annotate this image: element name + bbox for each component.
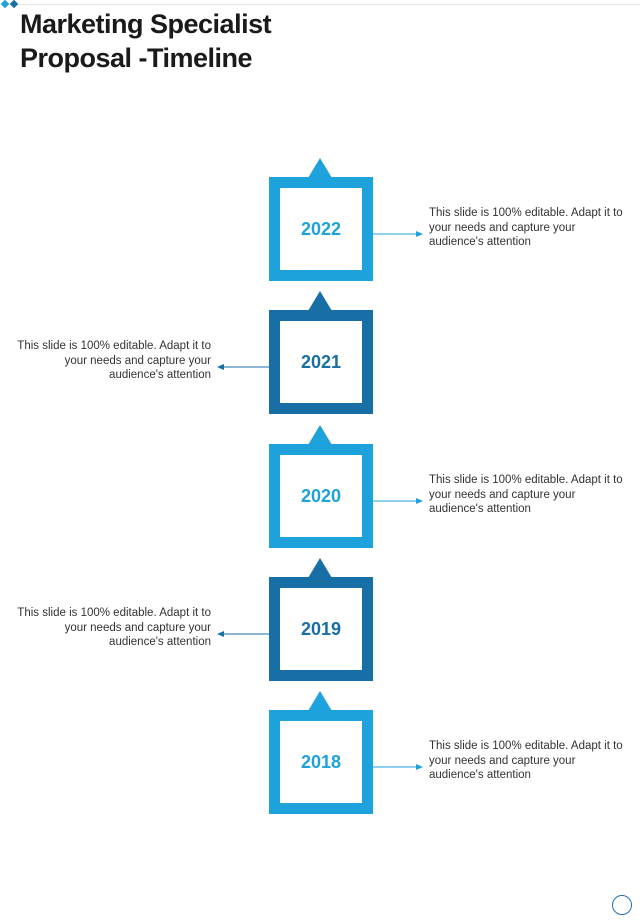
arrow-left-icon <box>217 631 269 637</box>
year-box: 2018 <box>269 710 373 814</box>
timeline-item-2022: 2022 This slide is 100% editable. Adapt … <box>0 158 640 292</box>
title-line-1: Marketing Specialist <box>20 9 272 39</box>
year-label: 2018 <box>300 752 342 772</box>
year-box: 2020 <box>269 444 373 548</box>
arrow-right-icon <box>373 498 423 504</box>
timeline-pointer <box>308 158 332 178</box>
year-box: 2022 <box>269 177 373 281</box>
timeline-item-2020: 2020 This slide is 100% editable. Adapt … <box>0 425 640 559</box>
diamond-icon <box>9 0 19 9</box>
timeline-description: This slide is 100% editable. Adapt it to… <box>17 340 211 382</box>
timeline-description: This slide is 100% editable. Adapt it to… <box>429 207 623 249</box>
timeline-description: This slide is 100% editable. Adapt it to… <box>429 474 623 516</box>
timeline-pointer <box>308 425 332 445</box>
arrow-right-icon <box>373 764 423 770</box>
timeline-description: This slide is 100% editable. Adapt it to… <box>17 607 211 649</box>
page-circle-icon <box>612 895 632 915</box>
timeline-pointer <box>308 691 332 711</box>
timeline-pointer <box>308 291 332 311</box>
title-line-2: Proposal -Timeline <box>20 43 253 73</box>
timeline-item-2021: 2021 This slide is 100% editable. Adapt … <box>0 291 640 425</box>
timeline-item-2018: 2018 This slide is 100% editable. Adapt … <box>0 691 640 825</box>
page-title: Marketing Specialist Proposal -Timeline <box>20 7 420 75</box>
year-box: 2019 <box>269 577 373 681</box>
timeline-pointer <box>308 558 332 578</box>
top-border-line <box>0 4 640 5</box>
year-box: 2021 <box>269 310 373 414</box>
year-label: 2021 <box>300 352 342 372</box>
diamond-icon <box>0 0 10 9</box>
year-label: 2019 <box>300 619 342 639</box>
year-label: 2022 <box>300 219 342 239</box>
arrow-right-icon <box>373 231 423 237</box>
arrow-left-icon <box>217 364 269 370</box>
year-label: 2020 <box>300 486 342 506</box>
timeline-item-2019: 2019 This slide is 100% editable. Adapt … <box>0 558 640 692</box>
timeline-description: This slide is 100% editable. Adapt it to… <box>429 740 623 782</box>
